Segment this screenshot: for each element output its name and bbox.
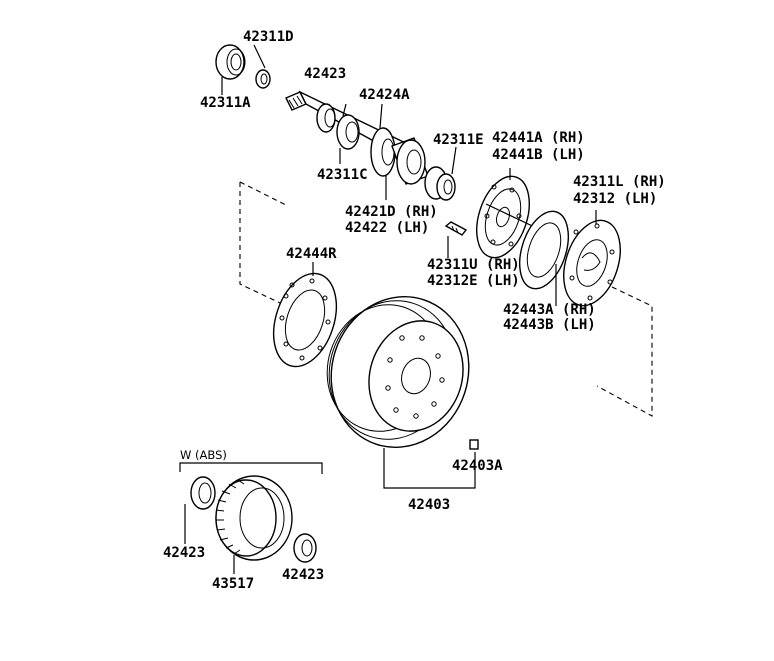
oil-seal-42311A[interactable] [215, 44, 246, 80]
leader-42424A [379, 103, 383, 129]
label-42312: 42312 (LH) [573, 191, 657, 207]
label-42423-top: 42423 [304, 66, 346, 82]
label-42311D: 42311D [243, 29, 294, 45]
hub-bolt-42311U[interactable] [444, 221, 468, 236]
backing-plate-42441[interactable] [467, 170, 539, 265]
label-42443B: 42443B (LH) [503, 317, 596, 333]
dust-cover-42311L[interactable] [554, 213, 631, 313]
shim-42444R[interactable] [263, 265, 348, 374]
bearing-42423-left[interactable] [190, 476, 216, 510]
label-42311C: 42311C [317, 167, 368, 183]
clip-42403A[interactable] [469, 439, 479, 450]
label-42424A: 42424A [359, 87, 410, 103]
label-42423-left: 42423 [163, 545, 205, 561]
dash-guide-left [239, 182, 281, 304]
label-42441A: 42441A (RH) [492, 130, 585, 146]
bearing-retainer-42421D[interactable] [391, 137, 429, 185]
leader-42311E [451, 146, 457, 175]
label-42311A: 42311A [200, 95, 251, 111]
abs-rotor-43517[interactable] [215, 475, 293, 561]
bearing-42423-upper[interactable] [316, 103, 336, 133]
hub-flange-42424A[interactable] [370, 127, 396, 177]
leader-42403 [383, 448, 476, 489]
label-42423-right: 42423 [282, 567, 324, 583]
label-42422: 42422 (LH) [345, 220, 429, 236]
label-42441B: 42441B (LH) [492, 147, 585, 163]
label-42311L: 42311L (RH) [573, 174, 666, 190]
collar-42311C[interactable] [336, 114, 360, 150]
oil-seal-42311E[interactable] [424, 166, 456, 201]
label-43517: 43517 [212, 576, 254, 592]
dash-guide-top-left [239, 181, 289, 207]
label-42403A: 42403A [452, 458, 503, 474]
snap-ring-42311D[interactable] [255, 69, 271, 89]
label-42311U: 42311U (RH) [427, 257, 520, 273]
label-42311E: 42311E [433, 132, 484, 148]
bearing-42423-right[interactable] [293, 533, 317, 563]
leader-42423-top [342, 103, 347, 117]
leader-42311D [253, 44, 266, 69]
abs-group-bracket [179, 462, 323, 474]
label-42444R: 42444R [286, 246, 337, 262]
label-42421D: 42421D (RH) [345, 204, 438, 220]
dash-guide-right [596, 286, 653, 417]
label-42312E: 42312E (LH) [427, 273, 520, 289]
label-group-abs: W (ABS) [180, 448, 227, 462]
label-42403: 42403 [408, 497, 450, 513]
label-42443A: 42443A (RH) [503, 302, 596, 318]
brake-drum-42403[interactable] [311, 279, 488, 466]
